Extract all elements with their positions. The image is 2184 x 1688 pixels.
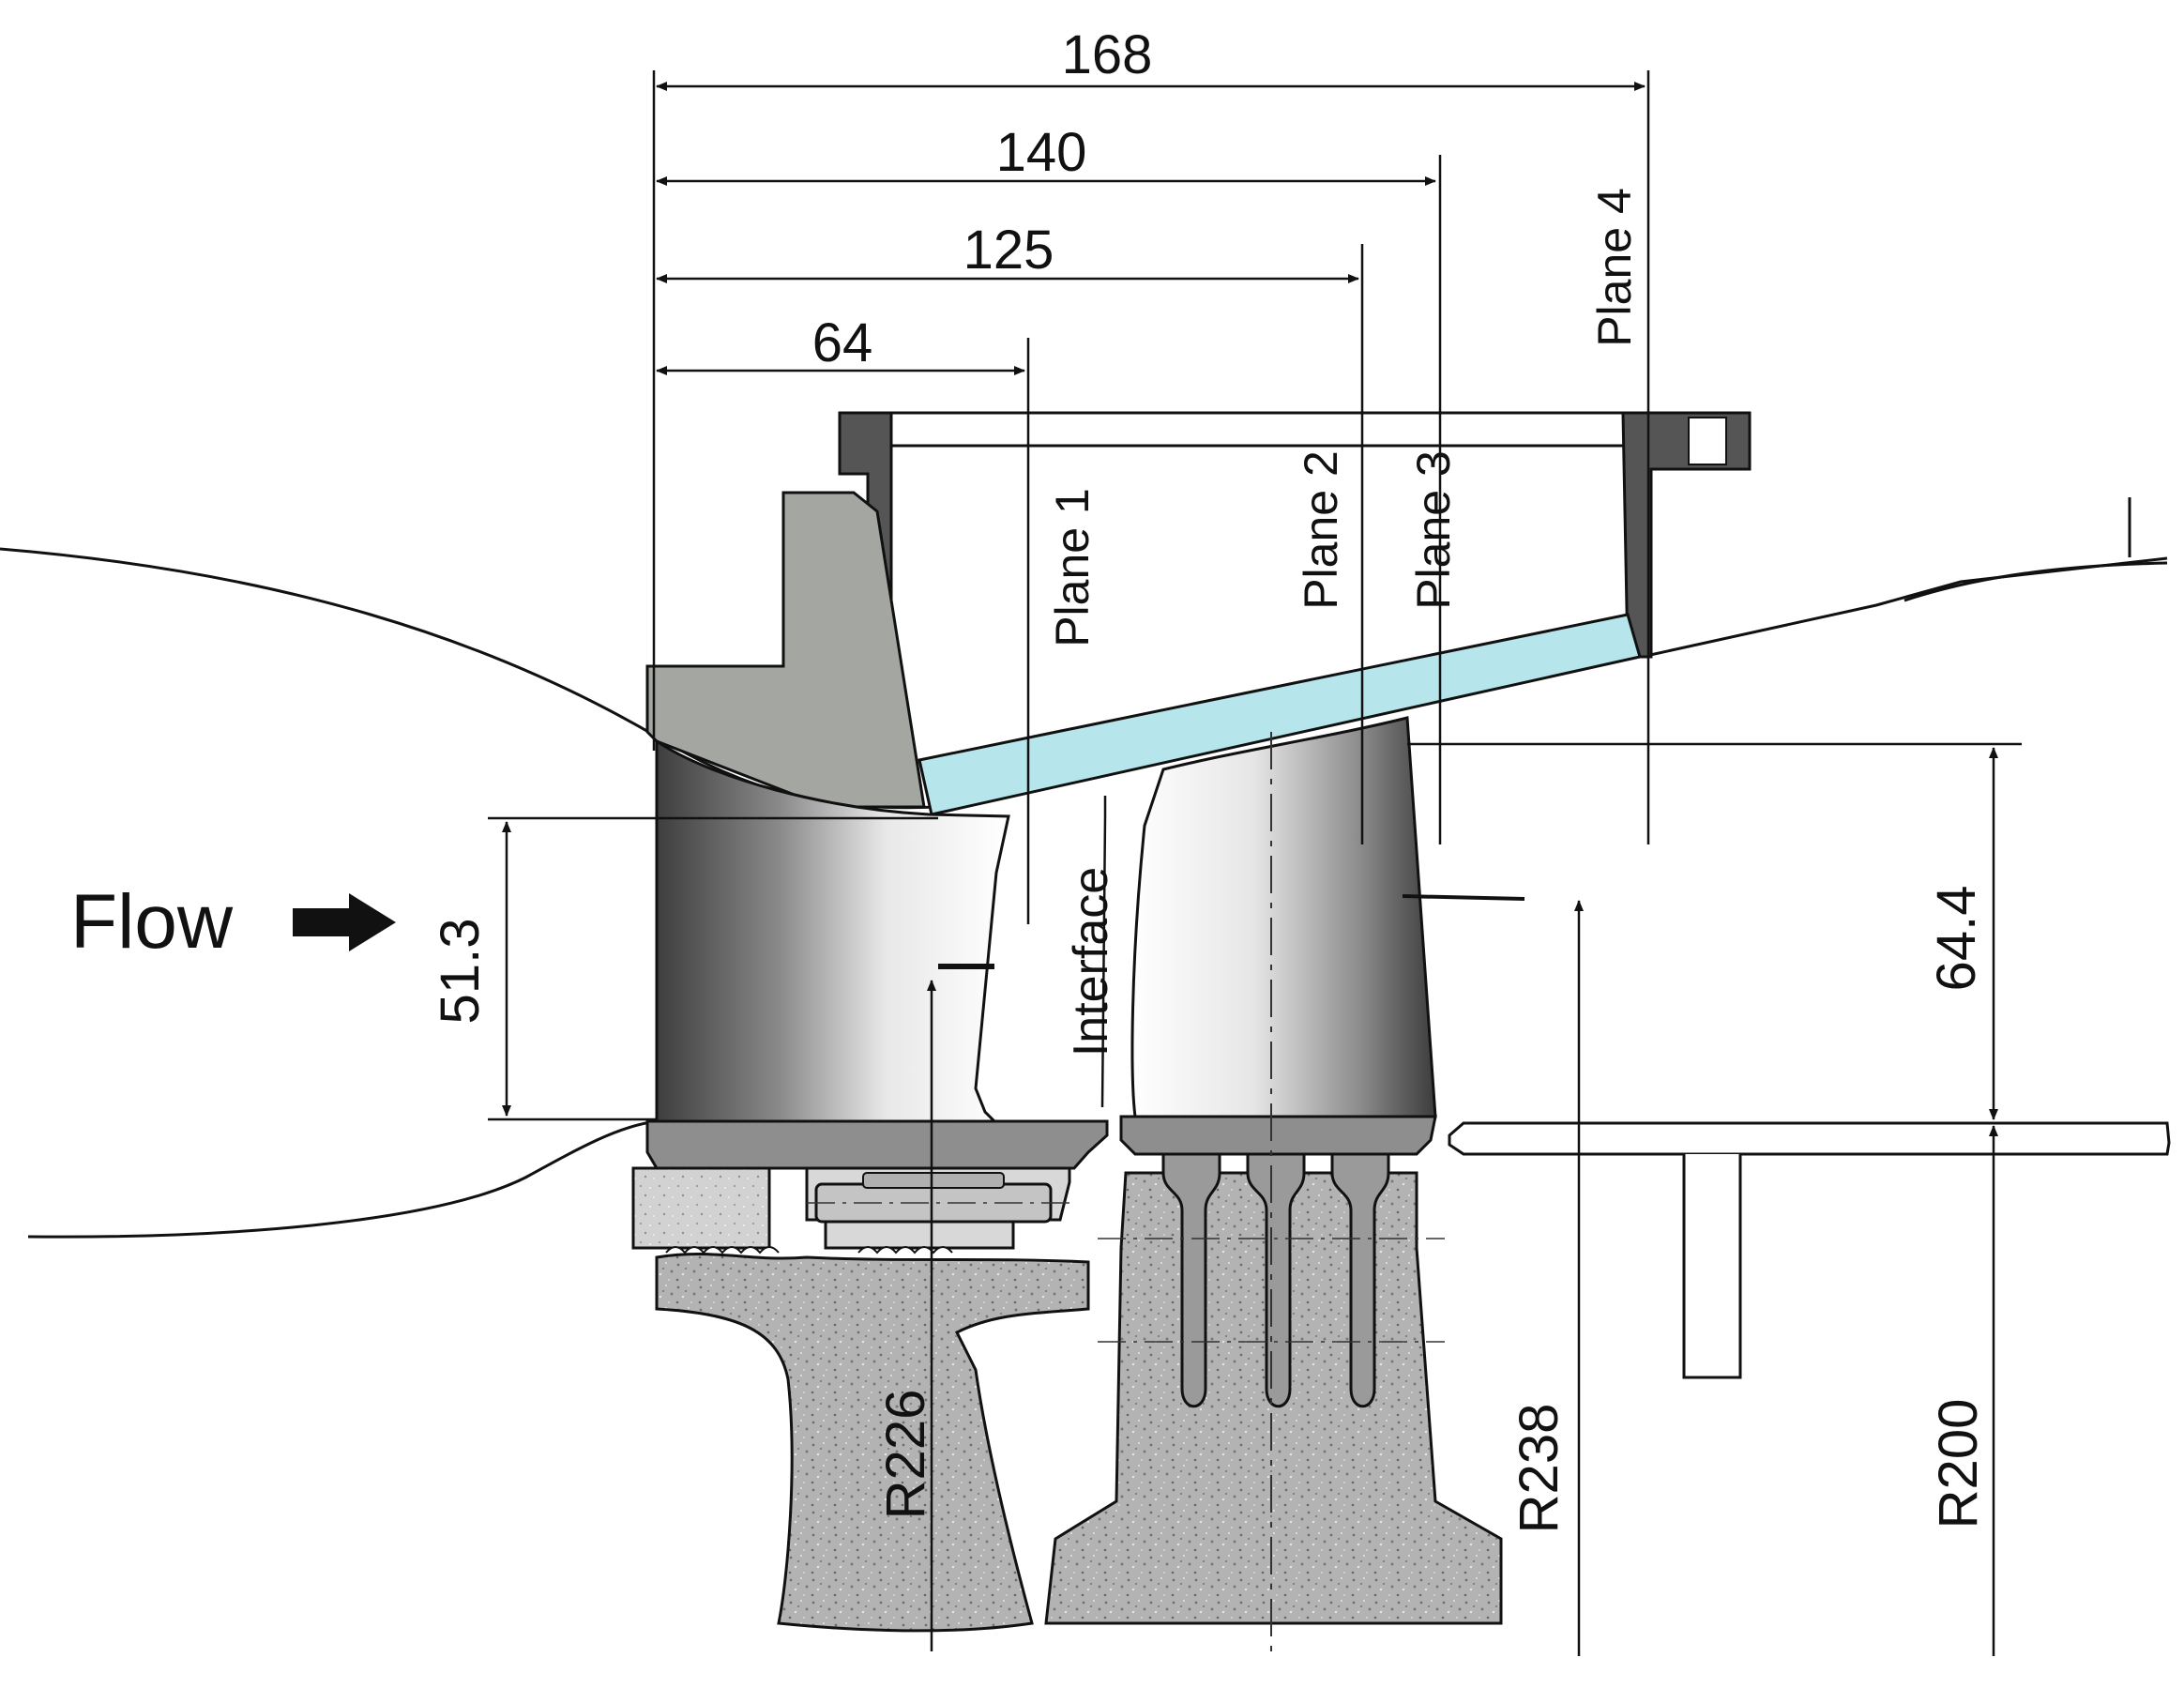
stator-seal-block xyxy=(631,1166,771,1250)
dim-64-label: 64 xyxy=(812,312,873,373)
stator-shroud-block xyxy=(645,491,926,809)
stator-vane xyxy=(655,738,1010,1123)
rotor-disk-left xyxy=(655,1253,1090,1633)
root-centerlines xyxy=(807,1202,1445,1343)
hub-support-stem xyxy=(1682,1154,1742,1379)
dim-64-4-label: 64.4 xyxy=(1926,886,1987,992)
casing-ring xyxy=(838,411,1658,448)
flow-arrow-icon xyxy=(293,893,396,951)
rotor-platform xyxy=(1119,1115,1437,1156)
casing-right-bolt-slot xyxy=(1688,417,1727,465)
r226-label: R226 xyxy=(875,1390,936,1520)
plane3-label: Plane 3 xyxy=(1407,450,1460,610)
dim-140-label: 140 xyxy=(996,122,1087,183)
dim-51-3-label: 51.3 xyxy=(430,919,491,1025)
stator-pin-head xyxy=(862,1172,1005,1189)
casing-right-flange xyxy=(1621,411,1752,659)
rotor-blade xyxy=(1130,716,1437,1118)
outlet-casing-lip xyxy=(1903,497,2168,602)
rotor-probe-mark xyxy=(1402,894,1525,901)
r238-label: R238 xyxy=(1509,1404,1570,1534)
optical-access-window xyxy=(918,613,1642,816)
plane1-label: Plane 1 xyxy=(1046,488,1099,647)
dim-168-label: 168 xyxy=(1062,24,1153,85)
plane2-label: Plane 2 xyxy=(1295,450,1347,610)
dim-125-label: 125 xyxy=(963,220,1054,281)
outlet-hub-plate xyxy=(1448,1121,2171,1156)
stator-platform xyxy=(645,1119,1109,1170)
inlet-hub-contour xyxy=(27,1119,658,1239)
outlet-casing-contour xyxy=(1641,556,2168,659)
interface-label: Interface xyxy=(1064,867,1118,1057)
interface-line xyxy=(1100,796,1107,1108)
r200-label: R200 xyxy=(1928,1399,1989,1529)
stator-teeth xyxy=(665,1246,953,1255)
rotor-root-fingers xyxy=(1161,1152,1390,1408)
plane4-label: Plane 4 xyxy=(1588,188,1641,347)
flow-label: Flow xyxy=(70,879,234,965)
